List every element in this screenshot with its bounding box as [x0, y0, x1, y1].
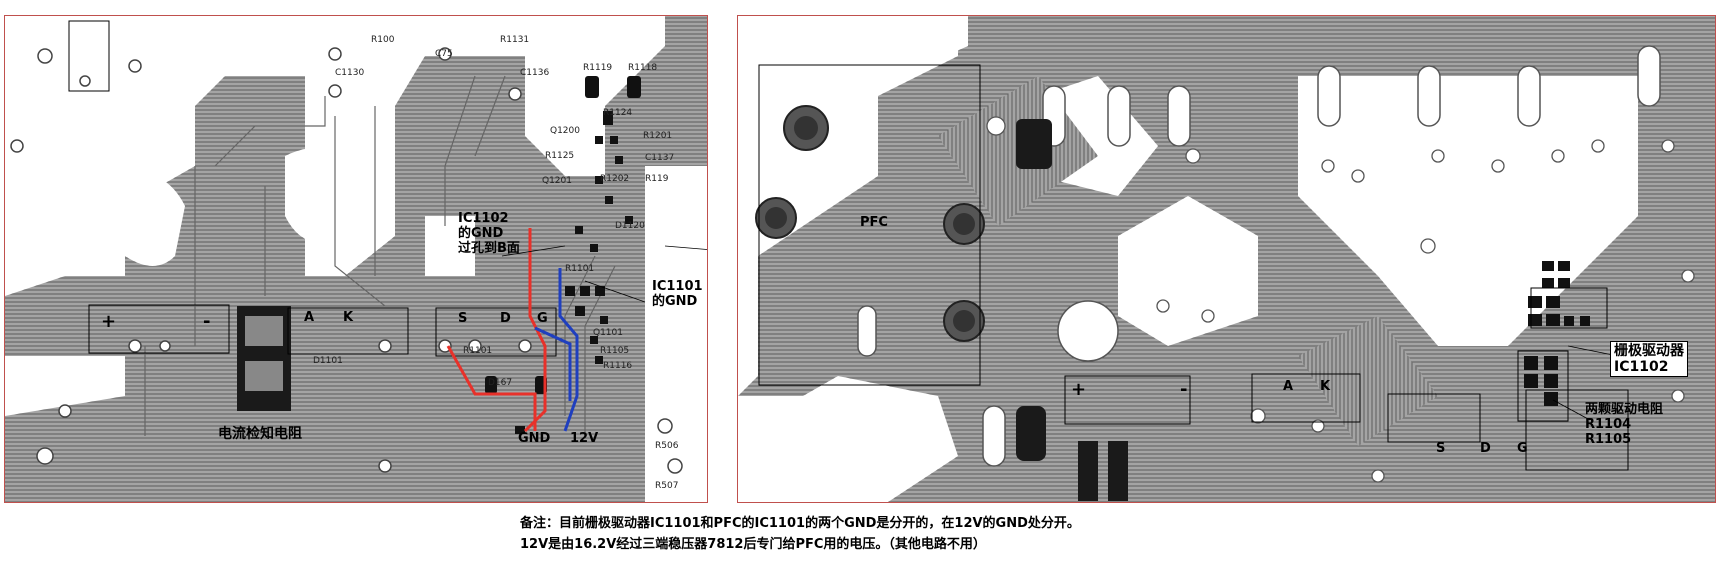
pin-d-label: D — [1480, 441, 1491, 456]
annotation-line: IC1102 — [1614, 359, 1669, 376]
note-line-2: 12V是由16.2V经过三端稳压器7812后专门给PFC用的电压。（其他电路不用… — [520, 537, 986, 552]
ref-label: C1136 — [520, 68, 550, 78]
pin-minus-label: - — [1180, 379, 1188, 400]
pin-k-label: K — [1320, 379, 1331, 394]
annotation-line: R1105 — [1585, 431, 1632, 447]
ref-label: R1202 — [600, 174, 630, 184]
left-pcb-panel: R100 R1131 C1130 C75 C1136 R1119 R1118 R… — [4, 15, 708, 503]
gate-driver-annotation: 栅极驱动器 IC1102 — [1610, 341, 1688, 378]
ref-label: D1120 — [615, 221, 645, 231]
ref-label: Q1101 — [593, 328, 623, 338]
ref-label: Q1201 — [542, 176, 572, 186]
ref-label: R1125 — [545, 151, 575, 161]
pin-a-label: A — [1283, 379, 1294, 394]
right-pcb-drawing — [738, 16, 1715, 502]
current-sense-resistor-label: 电流检知电阻 — [218, 426, 302, 442]
ref-label: C75 — [435, 49, 453, 59]
annotation-line: 的GND — [458, 225, 504, 241]
left-pcb-drawing — [5, 16, 707, 502]
pin-s-label: S — [1436, 441, 1446, 456]
ref-label: R1101 — [463, 346, 493, 356]
right-pcb-panel — [737, 15, 1716, 503]
pin-k-label: K — [343, 310, 354, 325]
annotation-line: 栅极驱动器 — [1614, 343, 1684, 359]
ref-label: R1119 — [583, 63, 613, 73]
pin-minus-label: - — [203, 311, 211, 332]
pin-s-label: S — [458, 311, 468, 326]
ref-label: R1201 — [643, 131, 673, 141]
ref-label: R119 — [645, 174, 669, 184]
ref-label: R1118 — [628, 63, 658, 73]
ref-label: R1116 — [603, 361, 633, 371]
ref-label: R1131 — [500, 35, 530, 45]
12v-label: 12V — [570, 431, 599, 446]
ref-label: C1130 — [335, 68, 365, 78]
pin-a-label: A — [304, 310, 315, 325]
ref-label: R1105 — [600, 346, 630, 356]
pin-d-label: D — [500, 311, 511, 326]
annotation-line: IC1102 — [458, 211, 509, 226]
annotation-line: 的GND — [652, 293, 698, 309]
ref-label: Q1200 — [550, 126, 580, 136]
pin-g-label: G — [1517, 441, 1528, 456]
annotation-line: IC1101 — [652, 279, 703, 294]
annotation-line: 过孔到B面 — [458, 240, 520, 256]
drive-resistors-annotation: 两颗驱动电阻 R1104 R1105 — [1585, 402, 1664, 448]
pfc-label: PFC — [860, 215, 888, 230]
ref-label: C1137 — [645, 153, 675, 163]
ref-label: R507 — [655, 481, 679, 491]
pin-plus-label: + — [101, 311, 117, 332]
note-line-1: 备注：目前栅极驱动器IC1101和PFC的IC1101的两个GND是分开的，在1… — [520, 516, 1080, 531]
ref-label: R100 — [371, 35, 395, 45]
ic1101-gnd-annotation: IC1101 的GND — [652, 279, 703, 310]
ref-label: R506 — [655, 441, 679, 451]
gnd-label: GND — [518, 431, 551, 446]
ref-label: R1124 — [603, 108, 633, 118]
annotation-line: 两颗驱动电阻 — [1585, 402, 1664, 417]
ic1102-gnd-annotation: IC1102 的GND 过孔到B面 — [458, 211, 520, 257]
pin-plus-label: + — [1071, 379, 1087, 400]
ref-label: D167 — [488, 378, 513, 388]
annotation-line: R1104 — [1585, 416, 1632, 432]
ref-label: R1101 — [565, 264, 595, 274]
pin-g-label: G — [537, 311, 548, 326]
ref-label: D1101 — [313, 356, 343, 366]
